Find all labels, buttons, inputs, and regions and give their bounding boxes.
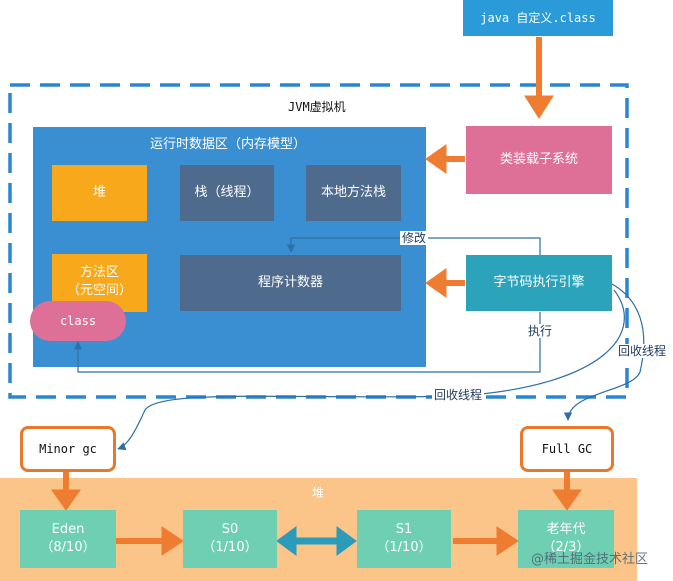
watermark: @稀土掘金技术社区 [531, 552, 649, 567]
java-class-box: java 自定义.class [463, 0, 613, 36]
thick-arrows [51, 37, 582, 556]
minor-gc-box: Minor gc [20, 426, 116, 472]
heap-area-title: 堆 [312, 486, 325, 500]
program-counter-box: 程序计数器 [180, 255, 401, 311]
class-pill: class [30, 301, 126, 341]
s0-s1-double-arrow [276, 526, 357, 556]
jvm-title: JVM虚拟机 [288, 100, 346, 114]
execute-label: 执行 [526, 324, 555, 338]
modify-label: 修改 [400, 231, 429, 245]
heap-box: 堆 [52, 165, 147, 221]
old-generation-box: 老年代 （2/3） [518, 510, 614, 568]
stack-box: 栈（线程） [180, 165, 274, 221]
eden-box: Eden （8/10） [20, 510, 116, 568]
s1-box: S1 （1/10） [357, 510, 451, 568]
bytecode-engine-box: 字节码执行引擎 [466, 255, 612, 311]
class-loader-box: 类装载子系统 [466, 126, 612, 194]
s0-box: S0 （1/10） [183, 510, 277, 568]
gc-thread-label-left: 回收线程 [432, 388, 485, 402]
full-gc-box: Full GC [520, 426, 614, 472]
runtime-area-title: 运行时数据区（内存模型） [150, 137, 307, 152]
native-method-stack-box: 本地方法栈 [306, 165, 401, 221]
gc-thread-label-right: 回收线程 [616, 344, 669, 358]
